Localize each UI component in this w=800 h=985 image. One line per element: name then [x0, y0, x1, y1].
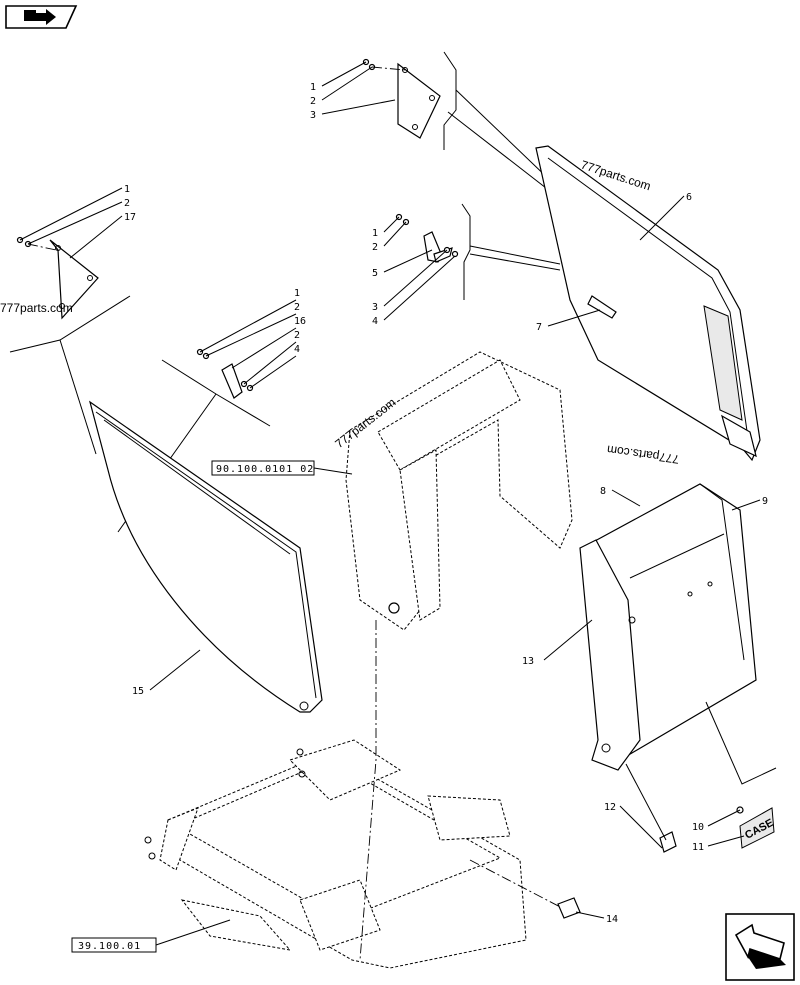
callout-13: 13	[522, 656, 534, 667]
callout-12: 12	[604, 802, 616, 813]
leader-8	[611, 489, 641, 507]
callout-16: 16	[294, 316, 306, 327]
cab-frame	[345, 351, 573, 631]
center-bracket-assembly	[196, 348, 254, 399]
callout-7: 7	[536, 322, 542, 333]
callout-2-left: 2	[124, 198, 130, 209]
brace-upper	[443, 51, 457, 150]
leader-logo-brace	[705, 701, 777, 785]
leader-14	[575, 911, 605, 919]
callout-8: 8	[600, 486, 606, 497]
leader-upper-to-door	[455, 89, 556, 186]
callout-14: 14	[606, 914, 618, 925]
leader-upper-to-door-2	[447, 111, 556, 196]
brace-middle	[461, 203, 471, 300]
middle-bracket-assembly	[395, 213, 459, 263]
leader-6	[639, 195, 685, 241]
leader-12	[619, 805, 663, 849]
leader-15	[149, 649, 201, 691]
callout-2-ctr: 2	[294, 302, 300, 313]
callout-2-mid: 2	[372, 242, 378, 253]
pin-14	[557, 897, 581, 919]
leader-11	[707, 835, 745, 847]
callout-leaders-left	[19, 187, 123, 259]
callout-9: 9	[762, 496, 768, 507]
case-logo-badge: CASE	[736, 806, 776, 849]
upper-bracket-assembly	[362, 58, 441, 139]
callout-4-mid: 4	[372, 316, 378, 327]
leader-10	[707, 809, 741, 827]
center-axis-line	[359, 620, 377, 961]
callout-1: 1	[310, 82, 316, 93]
callout-leaders-center	[199, 299, 297, 389]
bolt-axis-line	[469, 859, 567, 911]
callout-10: 10	[692, 822, 704, 833]
left-door-panel	[89, 400, 323, 713]
callout-5: 5	[372, 268, 378, 279]
callout-1-left: 1	[124, 184, 130, 195]
leader-mid-to-door	[469, 245, 561, 265]
brace-center	[161, 359, 271, 427]
book-arrow-icon[interactable]	[5, 5, 78, 29]
next-page-arrow-icon[interactable]	[725, 913, 795, 981]
bolt-12	[625, 763, 677, 853]
callout-11: 11	[692, 842, 704, 853]
callout-2: 2	[310, 96, 316, 107]
reference-frame: 90.100.0101 02	[216, 464, 314, 475]
leader-13	[543, 619, 593, 661]
callout-leaders-middle	[383, 216, 456, 321]
reference-box-frame	[211, 460, 353, 476]
reference-chassis: 39.100.01	[78, 941, 141, 952]
watermark-right: 777parts.com	[606, 442, 680, 466]
leader-7	[547, 309, 601, 327]
callout-17: 17	[124, 212, 136, 223]
callout-3: 3	[310, 110, 316, 121]
leader-9	[731, 499, 761, 511]
watermark-left: 777parts.com	[0, 301, 73, 315]
callout-4-ctr: 4	[294, 344, 300, 355]
callout-15: 15	[132, 686, 144, 697]
reference-box-chassis	[71, 919, 231, 953]
callout-1-ctr: 1	[294, 288, 300, 299]
callout-6: 6	[686, 192, 692, 203]
callout-2-ctr-b: 2	[294, 330, 300, 341]
leader-left-to-door	[59, 339, 97, 455]
side-panel	[579, 483, 757, 771]
callout-leaders-upper	[321, 61, 396, 115]
callout-3-mid: 3	[372, 302, 378, 313]
leader-mid-to-door-2	[469, 253, 561, 271]
rear-door-panel	[535, 145, 761, 462]
callout-1-mid: 1	[372, 228, 378, 239]
chassis-frame	[144, 739, 527, 969]
left-bracket-assembly	[16, 236, 99, 320]
